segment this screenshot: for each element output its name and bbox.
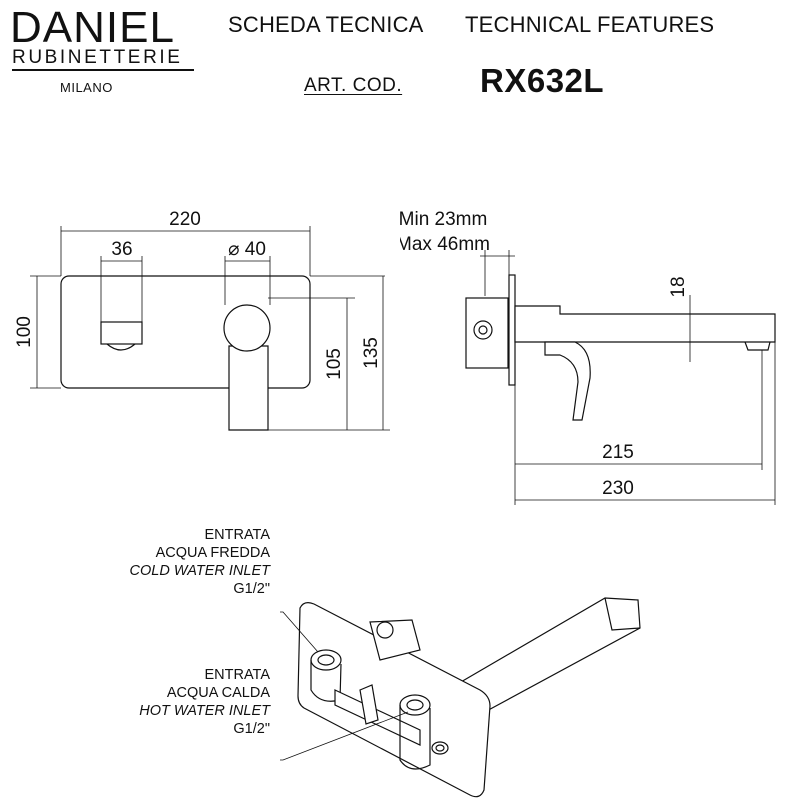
cold-inlet-label: ENTRATA ACQUA FREDDA COLD WATER INLET G1…	[10, 526, 270, 598]
front-dim-handle: ⌀ 40	[228, 239, 266, 260]
side-dim-215: 215	[602, 442, 634, 463]
front-handle	[228, 345, 269, 431]
side-dim-18: 18	[668, 276, 689, 297]
brand-logo: DANIEL	[10, 3, 175, 52]
side-view-drawing: Min 23mm Max 46mm 18 215 230	[400, 209, 776, 505]
isometric-view-drawing	[280, 597, 641, 798]
cold-inlet-line-2: ACQUA FREDDA	[155, 545, 270, 561]
side-plate	[508, 274, 516, 386]
hot-inlet-label: ENTRATA ACQUA CALDA HOT WATER INLET G1/2…	[10, 666, 270, 738]
brand-city: MILANO	[60, 80, 113, 95]
front-handle-disc	[223, 304, 271, 352]
front-dim-135: 135	[361, 337, 382, 369]
title-italian: SCHEDA TECNICA	[228, 12, 424, 37]
cold-inlet-line-3: COLD WATER INLET	[129, 563, 270, 579]
side-dim-230: 230	[602, 478, 634, 499]
front-view-drawing: 220 36 ⌀ 40 100 105 135	[14, 209, 390, 431]
article-code-label: ART. COD.	[304, 75, 403, 96]
side-body	[465, 297, 509, 369]
front-dim-width: 220	[169, 209, 201, 230]
side-wall-min: Min 23mm	[400, 209, 487, 230]
cold-inlet-thread: G1/2"	[233, 581, 270, 597]
hot-inlet-line-3: HOT WATER INLET	[139, 703, 270, 719]
brand-divider	[12, 69, 194, 71]
front-spout	[100, 321, 143, 345]
side-handle	[544, 341, 591, 421]
hot-inlet-line-1: ENTRATA	[204, 667, 270, 683]
hot-inlet-thread: G1/2"	[233, 721, 270, 737]
cold-inlet-line-1: ENTRATA	[204, 527, 270, 543]
front-dim-spout: 36	[111, 239, 132, 260]
hot-inlet-line-2: ACQUA CALDA	[166, 685, 270, 701]
brand-subtitle: RUBINETTERIE	[12, 47, 183, 68]
article-code: RX632L	[480, 62, 605, 99]
side-spout	[514, 305, 776, 343]
front-dim-105: 105	[324, 348, 345, 380]
title-english: TECHNICAL FEATURES	[465, 12, 715, 37]
front-dim-height: 100	[14, 316, 35, 348]
front-plate	[60, 275, 311, 389]
side-wall-max: Max 46mm	[400, 234, 490, 255]
